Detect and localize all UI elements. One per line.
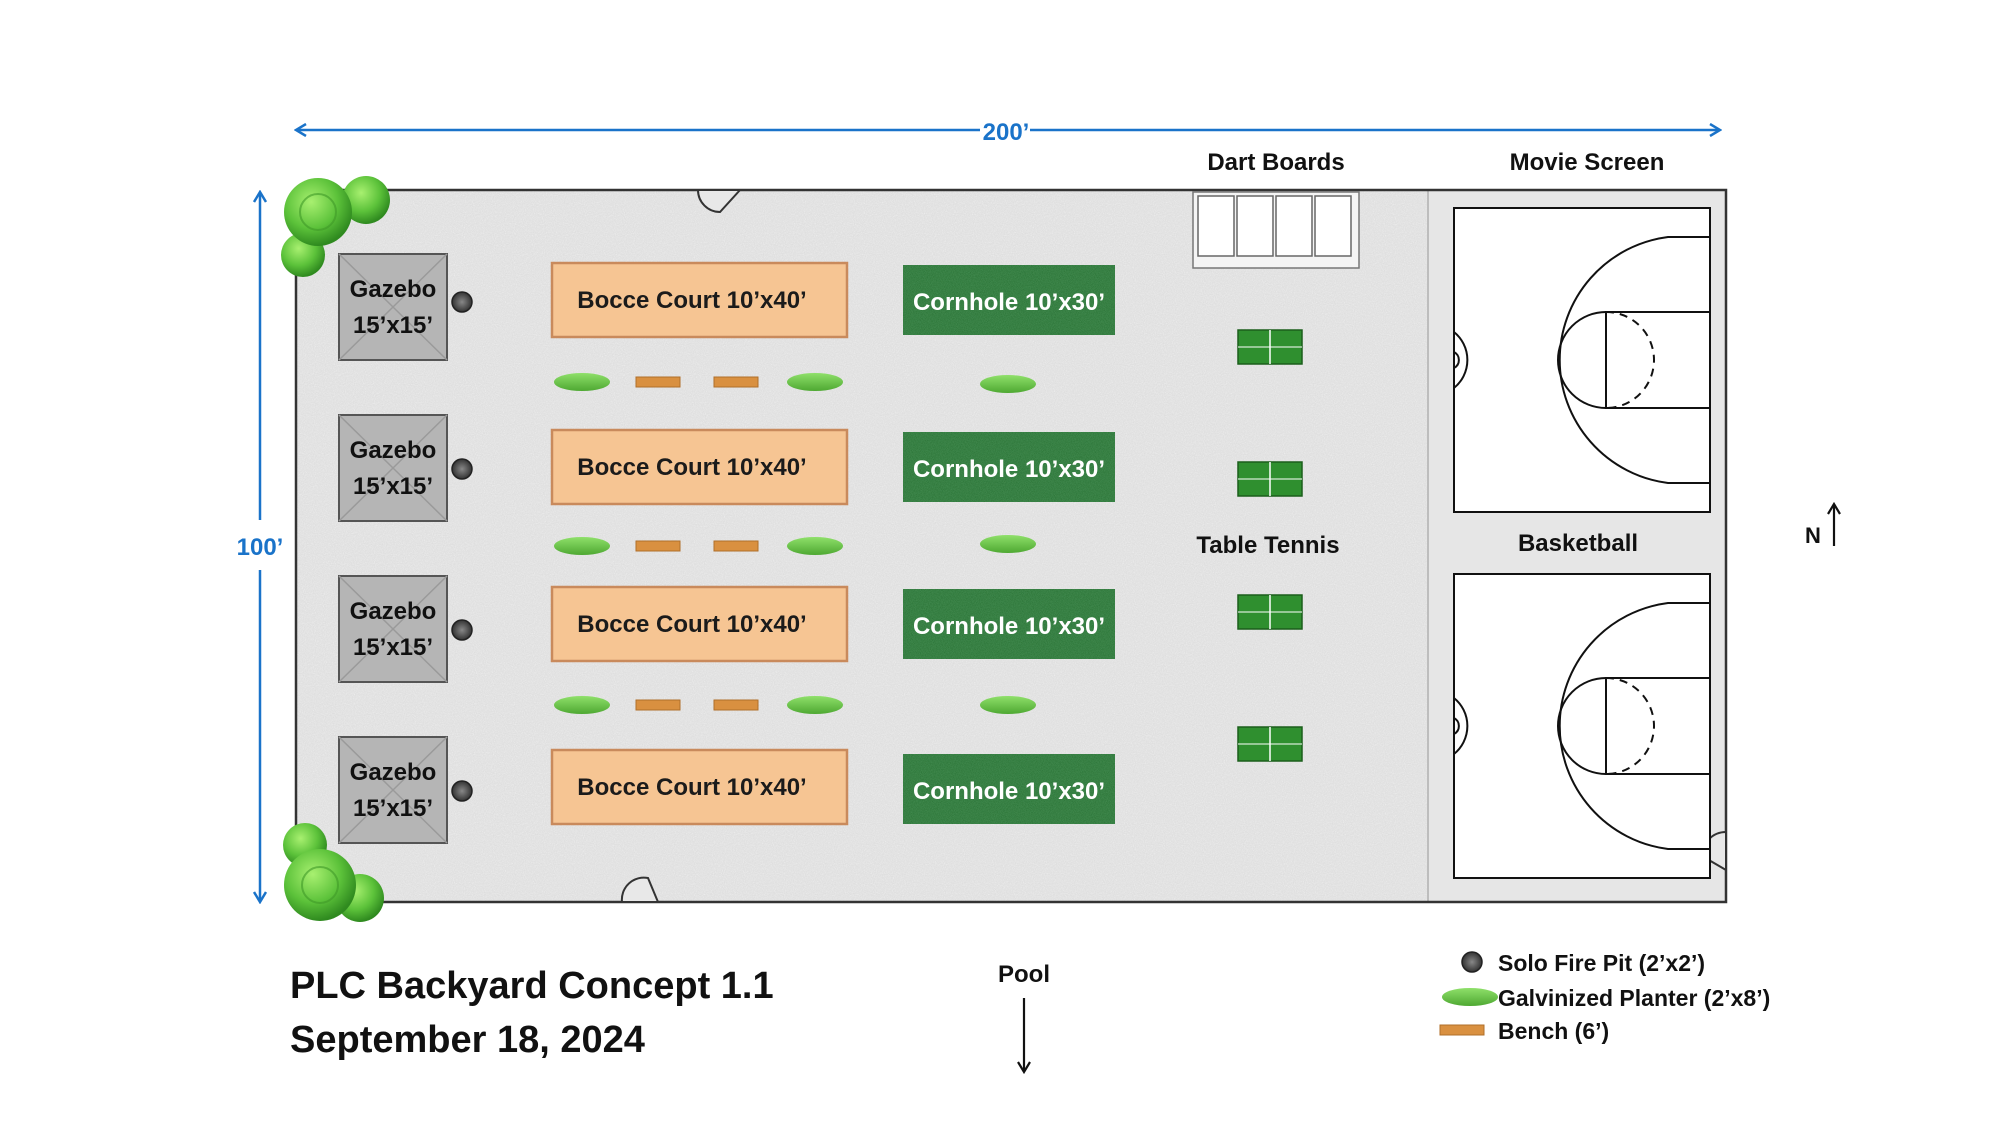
- planter-icon: [787, 696, 843, 714]
- bocce-court-label: Bocce Court 10’x40’: [577, 611, 806, 638]
- pool-indicator: Pool: [998, 961, 1050, 1072]
- bench-icon: [635, 540, 681, 552]
- dart-boards: [1192, 191, 1360, 269]
- cornhole-label: Cornhole 10’x30’: [913, 613, 1105, 640]
- bench-icon: [713, 376, 759, 388]
- table-tennis-label: Table Tennis: [1196, 532, 1339, 559]
- movie-screen-label: Movie Screen: [1510, 149, 1665, 176]
- gazebo-label: Gazebo: [350, 759, 437, 786]
- gazebo-size: 15’x15’: [353, 473, 433, 500]
- amenity-row-1: [554, 373, 1036, 393]
- legend-fire-pit-label: Solo Fire Pit (2’x2’): [1498, 950, 1705, 976]
- north-indicator: N: [1805, 504, 1834, 548]
- tree-icon: [284, 178, 352, 246]
- bocce-court-label: Bocce Court 10’x40’: [577, 287, 806, 314]
- lot-boundary: [294, 188, 1728, 904]
- amenity-row-2: [554, 535, 1036, 555]
- height-label: 100’: [237, 534, 284, 561]
- dart-board-lane: [1236, 195, 1274, 257]
- table-tennis-3: [1237, 594, 1303, 630]
- tree-cluster-top-left: [281, 176, 390, 277]
- planter-icon: [1442, 988, 1498, 1006]
- cornhole-label: Cornhole 10’x30’: [913, 456, 1105, 483]
- north-label: N: [1805, 523, 1821, 548]
- gazebo-4: Gazebo 15’x15’: [338, 736, 473, 844]
- width-label: 200’: [983, 119, 1030, 146]
- dart-board-lane: [1275, 195, 1313, 257]
- tree-icon: [342, 176, 390, 224]
- gazebo-label: Gazebo: [350, 276, 437, 303]
- cornhole-label: Cornhole 10’x30’: [913, 778, 1105, 805]
- table-tennis-1: [1237, 329, 1303, 365]
- cornhole-3: Cornhole 10’x30’: [903, 589, 1115, 659]
- cornhole-4: Cornhole 10’x30’: [903, 754, 1115, 824]
- cornhole-label: Cornhole 10’x30’: [913, 289, 1105, 316]
- cornhole-1: Cornhole 10’x30’: [903, 265, 1115, 335]
- basketball-label: Basketball: [1518, 530, 1638, 557]
- planter-icon: [980, 535, 1036, 553]
- top-gate: [696, 189, 743, 214]
- bocce-court-4: Bocce Court 10’x40’: [550, 748, 849, 826]
- table-tennis-2: [1237, 461, 1303, 497]
- bottom-gate: [620, 876, 660, 903]
- dart-board-lane: [1314, 195, 1352, 257]
- table-tennis-4: [1237, 726, 1303, 762]
- gazebo-size: 15’x15’: [353, 795, 433, 822]
- dart-board-lane: [1197, 195, 1235, 257]
- planter-icon: [554, 696, 610, 714]
- amenity-row-3: [554, 696, 1036, 714]
- gazebo-2: Gazebo 15’x15’: [338, 414, 473, 522]
- bocce-court-3: Bocce Court 10’x40’: [550, 585, 849, 663]
- fire-pit-icon: [1461, 951, 1483, 973]
- planter-icon: [787, 537, 843, 555]
- fire-pit-icon: [451, 291, 473, 313]
- dimension-width: 200’: [296, 119, 1720, 146]
- gazebo-size: 15’x15’: [353, 634, 433, 661]
- basketball-court-2: [1453, 573, 1711, 879]
- fire-pit-icon: [451, 619, 473, 641]
- bocce-court-label: Bocce Court 10’x40’: [577, 454, 806, 481]
- legend: Solo Fire Pit (2’x2’) Galvinized Planter…: [1439, 950, 1770, 1044]
- gazebo-label: Gazebo: [350, 598, 437, 625]
- dimension-height: 100’: [237, 192, 284, 902]
- cornhole-2: Cornhole 10’x30’: [903, 432, 1115, 502]
- bench-icon: [635, 699, 681, 711]
- planter-icon: [787, 373, 843, 391]
- tree-cluster-bottom-left: [283, 823, 384, 922]
- legend-bench-label: Bench (6’): [1498, 1018, 1609, 1044]
- basketball-court-1: [1453, 207, 1711, 513]
- bocce-court-2: Bocce Court 10’x40’: [550, 428, 849, 506]
- bench-icon: [635, 376, 681, 388]
- gazebo-3: Gazebo 15’x15’: [338, 575, 473, 683]
- bocce-court-1: Bocce Court 10’x40’: [550, 261, 849, 339]
- fire-pit-icon: [451, 780, 473, 802]
- plan-date: September 18, 2024: [290, 1019, 645, 1061]
- bench-icon: [1439, 1024, 1485, 1036]
- bench-icon: [713, 699, 759, 711]
- fire-pit-icon: [451, 458, 473, 480]
- plan-title: PLC Backyard Concept 1.1: [290, 965, 774, 1007]
- legend-planter-label: Galvinized Planter (2’x8’): [1498, 985, 1770, 1011]
- dart-boards-label: Dart Boards: [1207, 149, 1344, 176]
- bocce-court-label: Bocce Court 10’x40’: [577, 774, 806, 801]
- planter-icon: [980, 375, 1036, 393]
- gazebo-1: Gazebo 15’x15’: [338, 253, 473, 361]
- gazebo-size: 15’x15’: [353, 312, 433, 339]
- bench-icon: [713, 540, 759, 552]
- pool-label: Pool: [998, 961, 1050, 988]
- planter-icon: [554, 373, 610, 391]
- planter-icon: [554, 537, 610, 555]
- tree-icon: [284, 849, 356, 921]
- planter-icon: [980, 696, 1036, 714]
- gazebo-label: Gazebo: [350, 437, 437, 464]
